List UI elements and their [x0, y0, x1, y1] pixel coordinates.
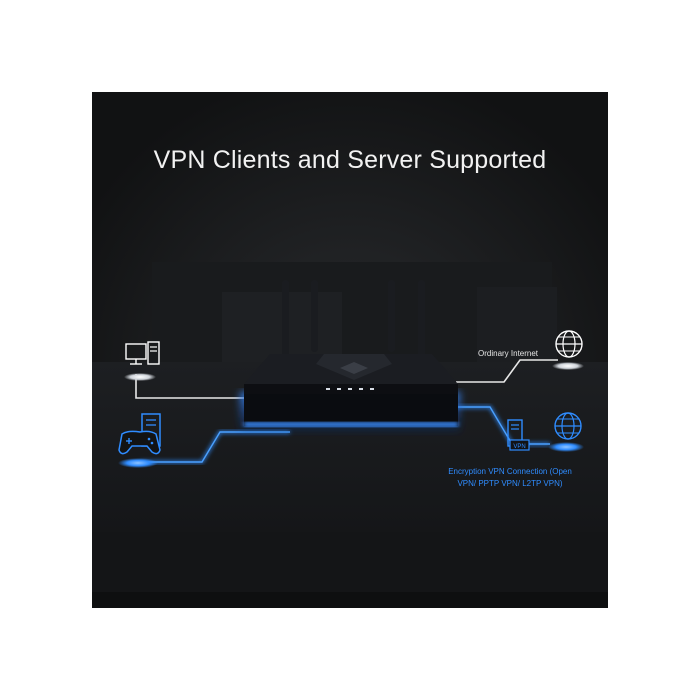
vpn-badge-label: VPN: [513, 444, 525, 450]
game-controller-icon: [118, 413, 161, 468]
encryption-vpn-label-line2: VPN/ PPTP VPN/ L2TP VPN): [457, 479, 563, 488]
banner-title: VPN Clients and Server Supported: [153, 146, 547, 174]
globe-icon: [552, 330, 584, 370]
ordinary-connection-wires: [135, 359, 558, 399]
desktop-computer-icon: [124, 341, 160, 381]
vpn-server-icon: VPN: [507, 419, 530, 451]
encryption-vpn-label: Encryption VPN Connection (Open VPN/ PPT…: [435, 466, 585, 490]
globe-icon: [548, 412, 584, 452]
network-illustration: VPN: [92, 92, 608, 608]
product-banner: VPN VPN Clients and Server Supported Ord…: [92, 92, 608, 608]
router: [240, 280, 460, 432]
encryption-vpn-label-line1: Encryption VPN Connection (Open: [448, 467, 572, 476]
ordinary-internet-label: Ordinary Internet: [478, 349, 539, 358]
